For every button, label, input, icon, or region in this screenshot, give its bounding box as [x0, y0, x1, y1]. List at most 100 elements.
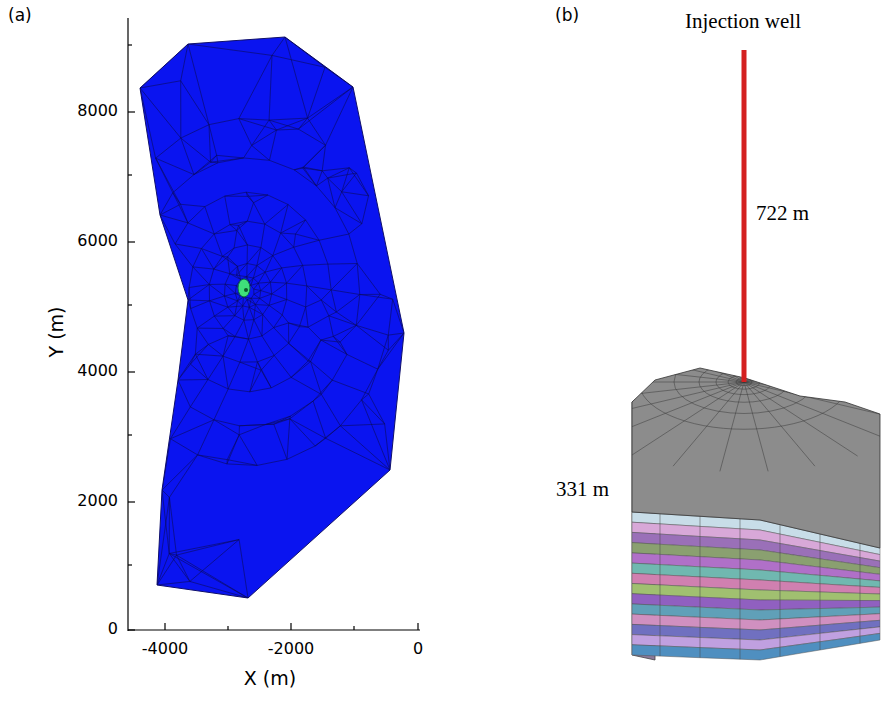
mesh-stroke: [254, 294, 260, 298]
mesh-stroke: [247, 245, 260, 248]
mesh-stroke: [303, 167, 316, 186]
mesh-stroke: [214, 257, 228, 269]
mesh-stroke: [250, 362, 258, 392]
mesh-stroke: [261, 291, 272, 294]
mesh-stroke: [214, 230, 237, 234]
mesh-stroke: [156, 138, 181, 158]
mesh-stroke: [195, 328, 197, 354]
mesh-stroke: [356, 325, 388, 350]
tick-label: -4000: [142, 640, 189, 658]
mesh-stroke: [630, 308, 744, 382]
tick-label: -2000: [268, 640, 315, 658]
mesh-stroke: [289, 323, 309, 327]
mesh-stroke: [331, 290, 336, 312]
mesh-stroke: [156, 158, 194, 174]
plume-core: [244, 288, 248, 292]
mesh-stroke: [175, 244, 201, 249]
mesh-stroke: [308, 67, 325, 118]
mesh-stroke: [246, 192, 253, 203]
mesh-stroke: [262, 328, 274, 336]
mesh-stroke: [251, 285, 254, 289]
mesh-stroke: [198, 455, 227, 464]
mesh-stroke: [258, 283, 260, 290]
mesh-stroke: [269, 120, 276, 130]
mesh-stroke: [257, 362, 271, 388]
mesh-stroke: [223, 336, 228, 356]
mesh-stroke: [128, 174, 132, 175]
mesh-stroke: [265, 224, 281, 233]
mesh-stroke: [303, 167, 322, 171]
mesh-stroke: [285, 37, 308, 118]
mesh-stroke: [328, 173, 357, 178]
mesh-stroke: [128, 304, 132, 305]
mesh-stroke: [567, 382, 744, 424]
mesh-stroke: [262, 336, 274, 355]
mesh-stroke: [188, 207, 205, 223]
mesh-stroke: [272, 294, 287, 300]
mesh-stroke: [243, 306, 244, 320]
mesh-stroke: [193, 267, 214, 269]
mesh-stroke: [860, 543, 861, 643]
mesh-stroke: [263, 305, 269, 314]
well-label: Injection well: [685, 10, 801, 33]
mesh-stroke: [225, 274, 230, 284]
mesh-stroke: [340, 400, 361, 426]
mesh-stroke: [181, 81, 209, 125]
mesh-stroke: [306, 220, 320, 240]
mesh-stroke: [235, 286, 236, 294]
mesh-stroke: [319, 234, 349, 240]
mesh-stroke: [208, 344, 223, 356]
mesh-stroke: [247, 299, 255, 304]
mesh-stroke: [175, 223, 188, 244]
mesh-stroke: [362, 400, 385, 424]
mesh-stroke: [378, 350, 389, 369]
mesh-stroke: [269, 160, 294, 169]
mesh-stroke: [257, 265, 265, 272]
mesh-stroke: [239, 119, 252, 146]
axis-title: Y (m): [46, 307, 67, 358]
mesh-stroke: [294, 170, 316, 186]
mesh-stroke: [306, 300, 322, 307]
mesh-stroke: [285, 37, 353, 87]
mesh-stroke: [273, 247, 294, 255]
mesh-stroke: [225, 196, 248, 197]
surface-mesh: [544, 293, 882, 472]
mesh-stroke: [247, 203, 253, 221]
mesh-stroke: [328, 264, 331, 290]
mesh-stroke: [209, 125, 211, 163]
mesh-stroke: [193, 249, 202, 267]
mesh-stroke: [188, 44, 209, 125]
mesh-stroke: [253, 289, 254, 294]
mesh-stroke: [225, 196, 230, 224]
mesh-stroke: [282, 300, 286, 315]
mesh-stroke: [239, 424, 273, 426]
mesh-stroke: [329, 312, 337, 316]
mesh-stroke: [223, 316, 234, 329]
mesh-stroke: [258, 282, 270, 284]
mesh-stroke: [780, 525, 781, 657]
mesh-stroke: [254, 305, 256, 320]
mesh-stroke: [265, 272, 270, 282]
mesh-stroke: [272, 55, 325, 67]
tick-label: 2000: [77, 492, 118, 510]
dimension-label: 331 m: [556, 478, 609, 501]
mesh-stroke: [286, 283, 287, 299]
mesh-stroke: [311, 362, 333, 381]
mesh-stroke: [247, 221, 264, 224]
tick-label: 0: [413, 640, 423, 658]
mesh-stroke: [197, 328, 208, 344]
mesh-stroke: [190, 344, 208, 364]
mesh-stroke: [198, 455, 228, 460]
mesh-stroke: [308, 118, 326, 145]
mesh-stroke: [326, 87, 353, 145]
mesh-stroke: [228, 257, 230, 274]
tick-label: 0: [108, 620, 118, 638]
mesh-stroke: [239, 425, 265, 426]
mesh-stroke: [294, 167, 303, 170]
mesh-stroke: [175, 244, 193, 267]
mesh-stroke: [244, 158, 270, 160]
mesh-stroke: [269, 300, 287, 306]
mesh-stroke: [254, 291, 261, 295]
mesh-stroke: [254, 289, 261, 290]
mesh-stroke: [299, 326, 308, 327]
